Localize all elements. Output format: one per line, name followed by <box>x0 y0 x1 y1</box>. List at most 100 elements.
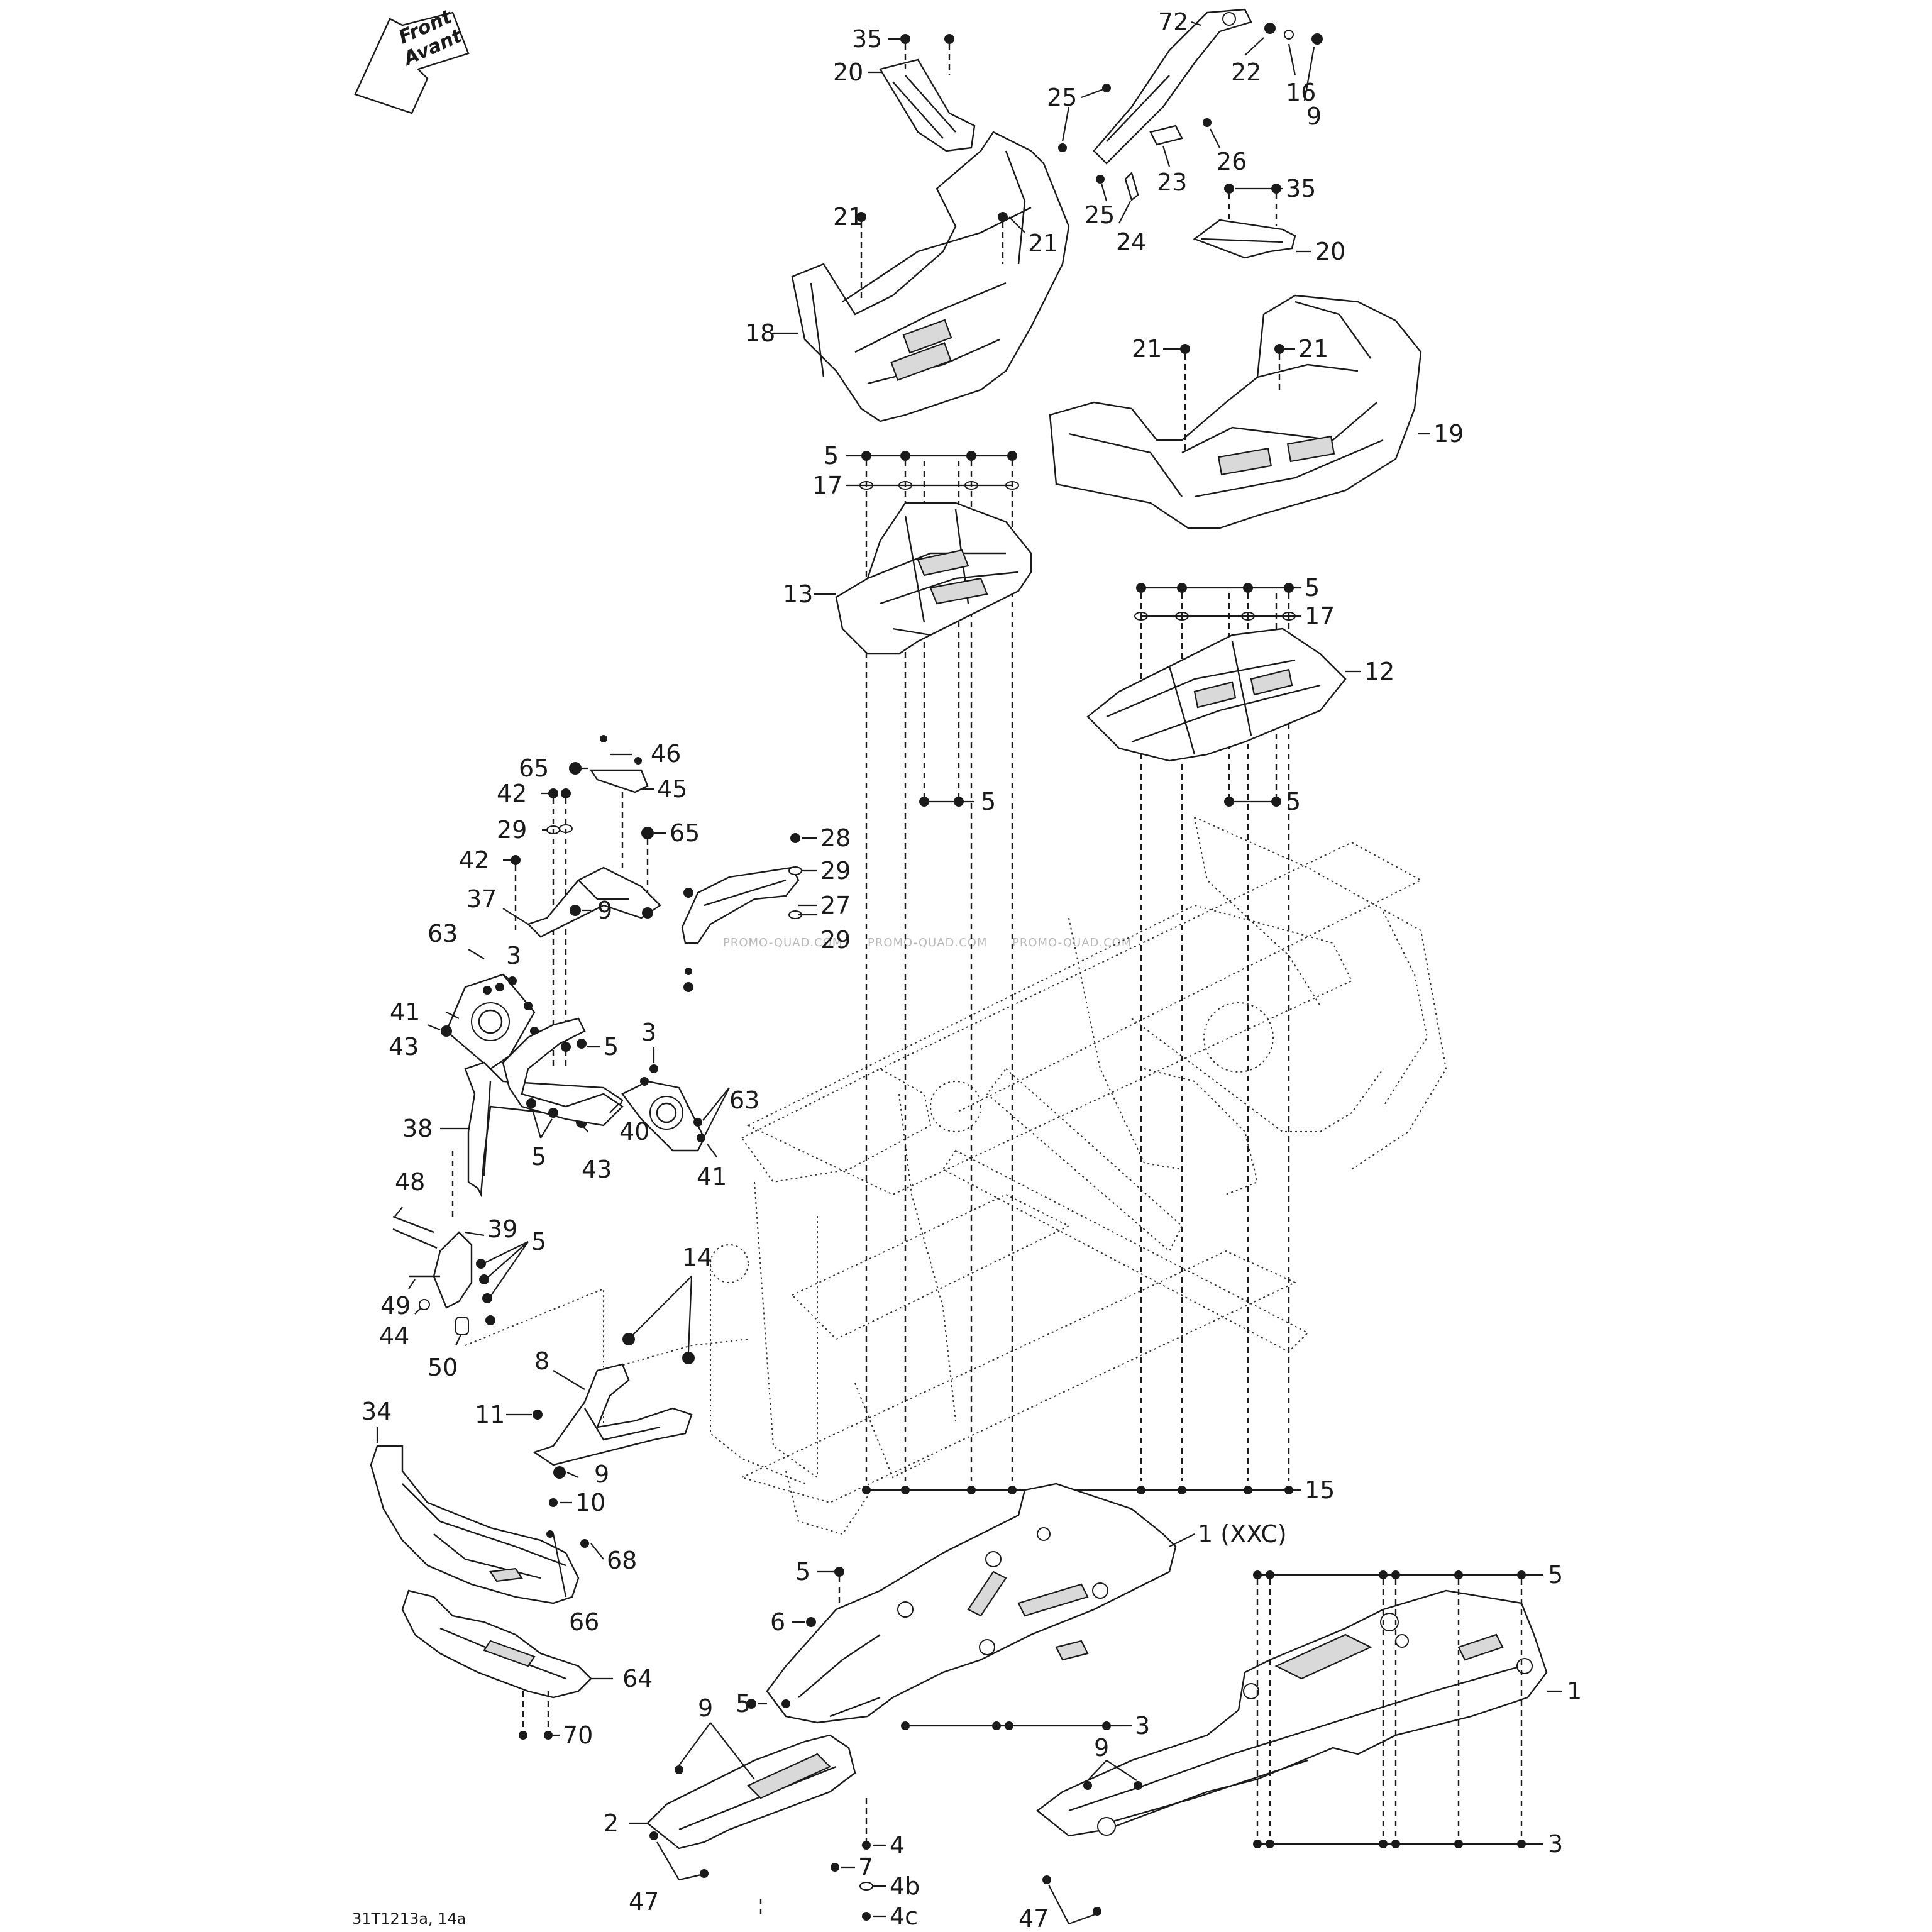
bolt-28 <box>790 833 800 843</box>
label-7: 7 <box>858 1853 873 1881</box>
label-21: 21 <box>1028 229 1058 257</box>
part-37-bracket <box>526 866 661 938</box>
label-24: 24 <box>1116 228 1146 256</box>
bolt-65 <box>641 827 654 839</box>
nut-9 <box>570 905 581 916</box>
label-64: 64 <box>622 1665 653 1692</box>
bolt-3 <box>640 1077 649 1086</box>
part-41-plate-upper <box>445 973 536 1070</box>
part-27-bracket <box>681 866 800 944</box>
label-20: 20 <box>1315 238 1345 265</box>
label-72: 72 <box>1158 8 1188 36</box>
nut-5 <box>577 1039 587 1049</box>
label-70: 70 <box>563 1721 593 1749</box>
part-1-skid-plate <box>1036 1589 1548 1837</box>
label-5: 5 <box>824 442 839 470</box>
label-9: 9 <box>1306 102 1322 130</box>
part-1-xxc-skid-plate <box>766 1482 1177 1724</box>
label-14: 14 <box>682 1244 712 1271</box>
bolt-9 <box>1083 1781 1092 1790</box>
part-50 <box>455 1317 469 1335</box>
nut <box>683 982 693 992</box>
label-25: 25 <box>1047 84 1077 111</box>
screw-35 <box>900 34 910 44</box>
bolt-14 <box>682 1352 695 1364</box>
label-20: 20 <box>833 58 863 86</box>
label-17: 17 <box>1305 602 1335 630</box>
washer-29 <box>788 866 802 875</box>
label-5: 5 <box>1548 1561 1563 1589</box>
part-18-front-fender <box>791 131 1070 422</box>
label-5: 5 <box>531 1228 546 1256</box>
watermark-text: PROMO-QUAD.COM <box>1012 936 1132 949</box>
bolt-63 <box>483 986 492 995</box>
watermark-text: PROMO-QUAD.COM <box>868 936 987 949</box>
fasteners-row-5-lower <box>1253 1570 1528 1848</box>
label-10: 10 <box>575 1489 605 1516</box>
part-13-front-rack <box>835 502 1032 655</box>
label-3: 3 <box>641 1018 656 1046</box>
label-28: 28 <box>820 824 851 852</box>
bolt-46 <box>600 735 607 742</box>
screw-25 <box>1102 84 1111 92</box>
label-3: 3 <box>506 942 521 969</box>
screw-25 <box>1096 175 1105 184</box>
nut-6 <box>806 1617 816 1627</box>
label-17: 17 <box>812 472 842 499</box>
label-50: 50 <box>428 1354 458 1381</box>
bolt-65 <box>569 762 582 775</box>
bolt-11 <box>533 1410 543 1420</box>
label-12: 12 <box>1364 658 1394 685</box>
washer-4b <box>859 1882 873 1891</box>
part-20-footrest-right <box>1193 219 1296 259</box>
part-8-bracket <box>533 1363 693 1466</box>
bolt-48 <box>392 1228 438 1249</box>
screw-21 <box>1274 344 1284 354</box>
part-44 <box>419 1299 430 1310</box>
part-23-clip <box>1149 124 1183 146</box>
label-21: 21 <box>833 203 863 231</box>
label-22: 22 <box>1231 58 1261 86</box>
watermark-group: PROMO-QUAD.COM PROMO-QUAD.COM PROMO-QUAD… <box>723 936 1132 949</box>
nut-5 <box>561 1042 571 1052</box>
bolt-7 <box>831 1863 839 1872</box>
label-3: 3 <box>1548 1830 1563 1858</box>
label-65: 65 <box>519 754 549 782</box>
bolt-63 <box>697 1134 705 1142</box>
bolt-68 <box>580 1539 589 1548</box>
watermark-text: PROMO-QUAD.COM <box>723 936 842 949</box>
nut-5 <box>746 1699 756 1709</box>
label-5: 5 <box>981 788 996 815</box>
part-39-bracket <box>433 1231 473 1309</box>
label-47: 47 <box>629 1888 659 1916</box>
label-9: 9 <box>594 1460 609 1488</box>
label-5: 5 <box>531 1143 546 1171</box>
bolt-10 <box>549 1498 558 1507</box>
nut-5 <box>479 1274 489 1284</box>
bolt-70 <box>519 1731 527 1740</box>
label-43: 43 <box>389 1033 419 1061</box>
label-5: 5 <box>1286 788 1301 815</box>
label-1-xxc: 1 (XXC) <box>1198 1520 1287 1548</box>
label-21: 21 <box>1132 335 1162 363</box>
label-43: 43 <box>582 1156 612 1183</box>
part-24-latch <box>1124 171 1139 202</box>
label-11: 11 <box>475 1401 505 1428</box>
bolt-9 <box>675 1765 683 1774</box>
part-41-plate-lower <box>621 1080 705 1152</box>
label-41: 41 <box>390 998 420 1026</box>
bolt-46 <box>634 757 642 765</box>
label-49: 49 <box>380 1292 411 1320</box>
label-4c: 4c <box>890 1902 918 1930</box>
label-4: 4 <box>890 1831 905 1859</box>
washer <box>685 968 692 975</box>
nut-43 <box>441 1025 452 1037</box>
label-26: 26 <box>1217 148 1247 175</box>
screw-25 <box>1058 143 1067 152</box>
bolt-42 <box>561 788 571 798</box>
label-29: 29 <box>820 857 851 885</box>
nut-5 <box>482 1293 492 1303</box>
screw-35 <box>1224 184 1234 194</box>
label-29: 29 <box>497 816 527 844</box>
